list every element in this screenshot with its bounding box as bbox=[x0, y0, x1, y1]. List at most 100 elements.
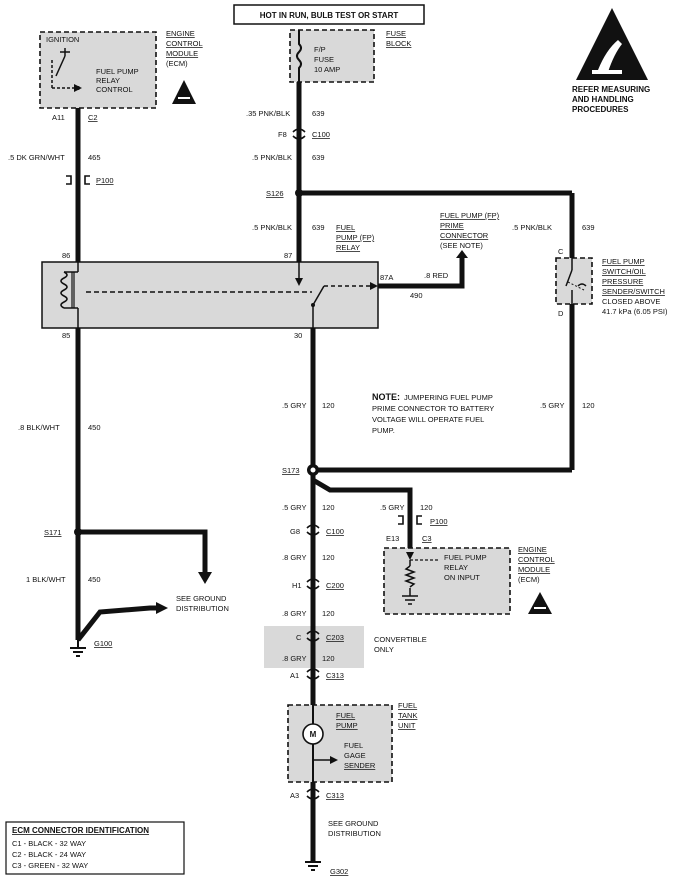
w639c-circuit: 639 bbox=[312, 223, 325, 232]
w450b-color: 1 BLK/WHT bbox=[26, 575, 66, 584]
w120f-color: .8 GRY bbox=[282, 609, 306, 618]
ecm-input-2: RELAY bbox=[444, 563, 468, 572]
ecm-input-1: FUEL PUMP bbox=[444, 553, 487, 562]
wire-450-branch bbox=[78, 529, 208, 572]
w490-color: .8 RED bbox=[424, 271, 449, 280]
convertible-1: CONVERTIBLE bbox=[374, 635, 427, 644]
w120b-circuit: 120 bbox=[582, 401, 595, 410]
f8-label: F8 bbox=[278, 130, 287, 139]
a1-label: A1 bbox=[290, 671, 299, 680]
caution-line2: AND HANDLING bbox=[572, 95, 634, 104]
c100b-label: C100 bbox=[326, 527, 344, 536]
relay-box bbox=[41, 261, 379, 329]
see-ground-2a: SEE GROUND bbox=[328, 819, 379, 828]
relay-pin-87a: 87A bbox=[380, 273, 393, 282]
fuel-tank-box bbox=[287, 704, 393, 783]
switch-title-5: CLOSED ABOVE bbox=[602, 297, 660, 306]
note-line-1: JUMPERING FUEL PUMP bbox=[404, 393, 493, 402]
w639a-color: .35 PNK/BLK bbox=[246, 109, 290, 118]
w120a-color: .5 GRY bbox=[282, 401, 306, 410]
fuse-label-2: FUSE bbox=[314, 55, 334, 64]
w120f-circuit: 120 bbox=[322, 609, 335, 618]
relay-title-3: RELAY bbox=[336, 243, 360, 252]
ecm-top-pin: A11 bbox=[52, 113, 65, 122]
fuse-label-1: F/P bbox=[314, 45, 326, 54]
w120g-circuit: 120 bbox=[322, 654, 335, 663]
s173-label: S173 bbox=[282, 466, 300, 475]
w465-color: .5 DK GRN/WHT bbox=[8, 153, 65, 162]
tank-sender-1: FUEL bbox=[344, 741, 363, 750]
connector-p100-bottom-icon bbox=[398, 515, 422, 525]
prime-title-2: PRIME bbox=[440, 221, 464, 230]
switch-title-1: FUEL PUMP bbox=[602, 257, 645, 266]
switch-title-4: SENDER/SWITCH bbox=[602, 287, 665, 296]
ground-g100-icon bbox=[70, 640, 86, 657]
wire-490 bbox=[375, 256, 465, 289]
w465-circuit: 465 bbox=[88, 153, 101, 162]
w450a-circuit: 450 bbox=[88, 423, 101, 432]
switch-title-6: 41.7 kPa (6.05 PSI) bbox=[602, 307, 668, 316]
w639b-color: .5 PNK/BLK bbox=[252, 153, 292, 162]
note-line-3: VOLTAGE WILL OPERATE FUEL bbox=[372, 415, 484, 424]
w120e-circuit: 120 bbox=[322, 553, 335, 562]
see-ground-1a: SEE GROUND bbox=[176, 594, 227, 603]
note-line-4: PUMP. bbox=[372, 426, 395, 435]
fuse-block-title-1: FUSE bbox=[386, 29, 406, 38]
switch-pin-c: C bbox=[558, 247, 564, 256]
p100b-label: P100 bbox=[430, 517, 448, 526]
legend-box bbox=[5, 821, 185, 875]
switch-pin-d: D bbox=[558, 309, 564, 318]
w450a-color: .8 BLK/WHT bbox=[18, 423, 60, 432]
w120d-color: .5 GRY bbox=[380, 503, 404, 512]
legend-title: ECM CONNECTOR IDENTIFICATION bbox=[12, 826, 149, 835]
ground-g302-icon bbox=[305, 861, 321, 871]
connector-c200-icon bbox=[306, 578, 320, 590]
wire-ground-dist-2 bbox=[76, 605, 158, 642]
caution-line1: REFER MEASURING bbox=[572, 85, 650, 94]
switch-contact-icon bbox=[565, 258, 587, 304]
relay-coil-icon bbox=[60, 262, 79, 328]
s171-label: S171 bbox=[44, 528, 62, 537]
ecm-relay-ctrl-1: FUEL PUMP bbox=[96, 67, 139, 76]
splice-s171-dot bbox=[74, 528, 82, 536]
legend-row-2: C2 - BLACK - 24 WAY bbox=[12, 850, 86, 859]
caution-line3: PROCEDURES bbox=[572, 105, 629, 114]
connector-c203-icon bbox=[306, 630, 320, 642]
w120g-color: .8 GRY bbox=[282, 654, 306, 663]
switch-title-2: SWITCH/OIL bbox=[602, 267, 646, 276]
p100a-label: P100 bbox=[96, 176, 114, 185]
ecm-top-conn: C2 bbox=[88, 113, 98, 122]
w120c-color: .5 GRY bbox=[282, 503, 306, 512]
connector-c100-bottom-icon bbox=[306, 524, 320, 536]
g302-label: G302 bbox=[330, 867, 348, 876]
prime-title-4: (SEE NOTE) bbox=[440, 241, 483, 250]
g100-label: G100 bbox=[94, 639, 112, 648]
ecm-top-title-4: (ECM) bbox=[166, 59, 188, 68]
c200-label: C200 bbox=[326, 581, 344, 590]
h1-label: H1 bbox=[292, 581, 302, 590]
ecm-top-title-1: ENGINE bbox=[166, 29, 195, 38]
w120d-circuit: 120 bbox=[420, 503, 433, 512]
w639b-circuit: 639 bbox=[312, 153, 325, 162]
w639a-circuit: 639 bbox=[312, 109, 325, 118]
motor-label: M bbox=[310, 730, 317, 739]
relay-contact-icon bbox=[295, 262, 378, 328]
relay-pin-85: 85 bbox=[62, 331, 70, 340]
legend-row-3: C3 - GREEN - 32 WAY bbox=[12, 861, 88, 870]
convertible-2: ONLY bbox=[374, 645, 394, 654]
note-head: NOTE: bbox=[372, 392, 400, 402]
ecm-bottom-esd-icon bbox=[528, 592, 552, 614]
fuel-pump-motor-icon bbox=[302, 723, 324, 745]
ecm-top-title-2: CONTROL bbox=[166, 39, 203, 48]
tank-unit-2: TANK bbox=[398, 711, 417, 720]
ecm-ignition-label: IGNITION bbox=[46, 35, 79, 44]
ecm-relay-ctrl-3: CONTROL bbox=[96, 85, 133, 94]
esd-caution-icon bbox=[576, 8, 648, 80]
c313b-label: C313 bbox=[326, 791, 344, 800]
prime-connector-icon bbox=[456, 250, 468, 258]
fuse-label-3: 10 AMP bbox=[314, 65, 340, 74]
splice-s173-inner bbox=[310, 467, 316, 473]
fuse-icon bbox=[296, 30, 302, 82]
wire-120-ecm bbox=[311, 477, 413, 548]
see-ground-1b: DISTRIBUTION bbox=[176, 604, 229, 613]
